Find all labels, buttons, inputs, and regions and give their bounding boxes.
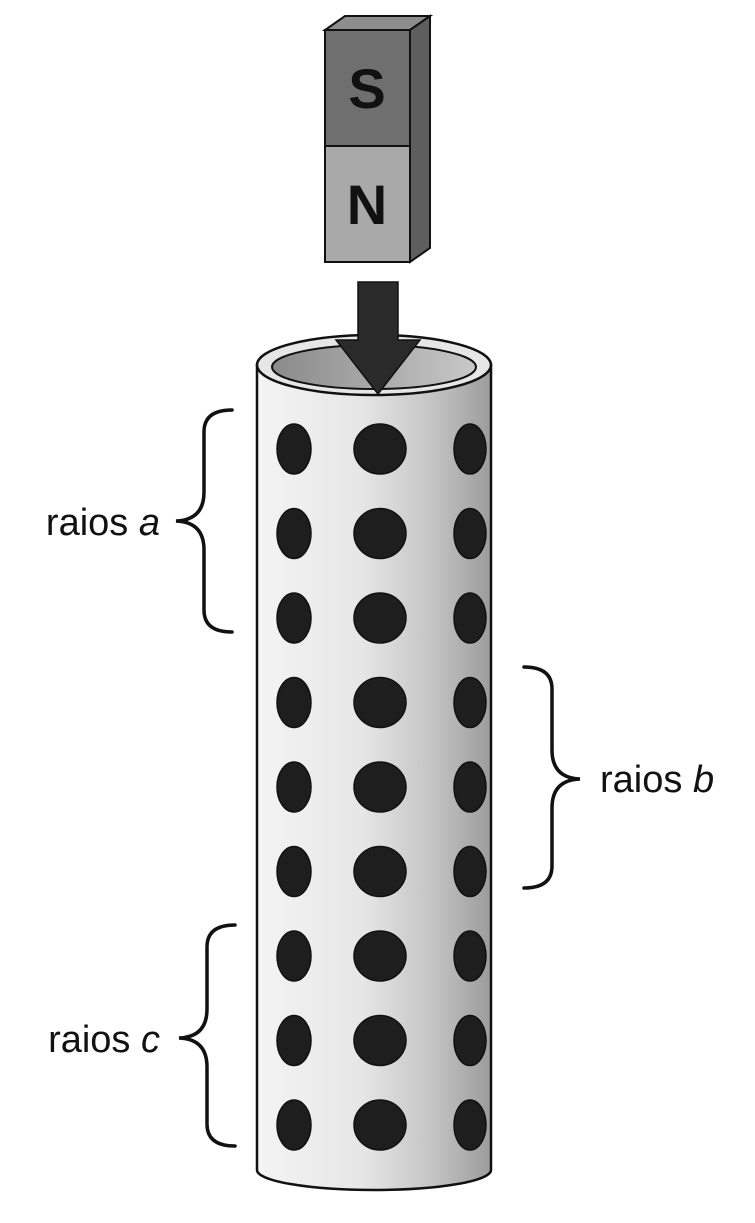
tube-hole: [453, 507, 487, 560]
tube-hole: [353, 1014, 407, 1067]
tube-hole: [453, 1099, 487, 1151]
tube-hole: [276, 507, 312, 560]
tube-hole: [453, 761, 487, 813]
tube-hole: [353, 930, 407, 982]
tube-hole: [453, 1014, 487, 1067]
tube-hole: [276, 930, 312, 982]
tube-hole: [353, 676, 407, 729]
magnet-side-face: [409, 14, 431, 264]
tube-hole: [276, 423, 312, 475]
tube-hole: [453, 592, 487, 644]
tube-hole: [353, 507, 407, 560]
tube-hole: [276, 676, 312, 729]
tube-holes: [276, 423, 487, 1151]
magnet-north-half: [324, 145, 411, 263]
tube-hole: [276, 845, 312, 898]
south-pole-label: S: [348, 57, 385, 120]
tube-hole: [276, 1014, 312, 1067]
tube-hole: [276, 1099, 312, 1151]
label-raios-b: raios b: [600, 759, 714, 801]
tube-hole: [453, 930, 487, 982]
bar-magnet: S N: [321, 14, 434, 264]
tube-hole: [353, 592, 407, 644]
label-raios-c: raios c: [48, 1019, 160, 1061]
brace-b: [522, 665, 581, 890]
brace-a: [175, 408, 234, 634]
tube-hole: [353, 845, 407, 898]
tube-hole: [453, 845, 487, 898]
tube-hole: [453, 423, 487, 475]
tube-hole: [276, 761, 312, 813]
magnet-south-half: [324, 29, 411, 147]
tube-hole: [353, 1099, 407, 1151]
brace-c: [178, 923, 237, 1148]
down-arrow-icon: [334, 281, 422, 396]
tube-hole: [276, 592, 312, 644]
tube-hole: [353, 761, 407, 813]
label-raios-a: raios a: [46, 502, 160, 544]
tube-hole: [353, 423, 407, 475]
perforated-tube: [255, 333, 493, 1192]
tube-hole: [453, 676, 487, 729]
north-pole-label: N: [347, 173, 387, 236]
